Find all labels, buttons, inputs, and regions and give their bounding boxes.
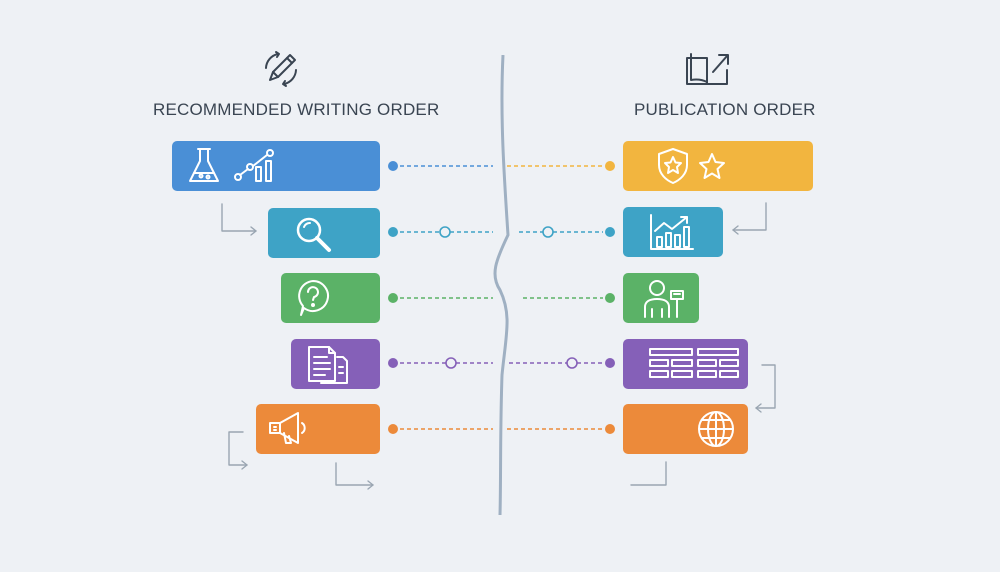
megaphone-icon: [269, 412, 306, 444]
left-arrow-1: [221, 203, 257, 236]
left-connector-1: [388, 161, 493, 171]
writing-step-methods-block: [172, 141, 380, 191]
bar-chart-icon: [650, 214, 694, 250]
documents-icon: [308, 346, 348, 384]
right-connector-3: [523, 293, 615, 303]
left-arrow-3: [335, 462, 374, 490]
publication-step-global-block: [623, 404, 748, 454]
right-arrow-1: [732, 202, 767, 235]
table-icon: [649, 348, 739, 378]
left-connector-4: [388, 357, 493, 369]
recommended-writing-order-heading: RECOMMENDED WRITING ORDER: [153, 100, 440, 119]
right-connector-2: [519, 226, 615, 238]
left-connector-5: [388, 424, 493, 434]
writing-step-discussion-block: [281, 273, 380, 323]
publication-step-results-block: [623, 207, 723, 257]
left-connector-3: [388, 293, 493, 303]
left-connector-2: [388, 226, 493, 238]
publication-step-presenter-block: [623, 273, 699, 323]
flask-icon: [189, 148, 219, 182]
publication-order-heading: PUBLICATION ORDER: [634, 100, 816, 119]
open-book-arrow-icon: [683, 46, 733, 92]
left-arrow-2: [228, 431, 248, 470]
publication-step-table-block: [623, 339, 748, 389]
right-connector-4: [509, 357, 615, 369]
writing-step-introduction-block: [291, 339, 380, 389]
writing-step-results-block: [268, 208, 380, 258]
center-divider-line: [493, 55, 510, 515]
pencil-refresh-icon: [258, 46, 304, 92]
presenter-icon: [644, 280, 684, 318]
shield-star-icon: [658, 148, 688, 184]
left-connectors: [388, 161, 493, 434]
star-icon: [699, 153, 725, 179]
globe-icon: [698, 411, 734, 447]
right-connector-1: [507, 161, 615, 171]
right-connectors: [507, 161, 615, 434]
question-bubble-icon: [298, 280, 329, 316]
right-connector-5: [507, 424, 615, 434]
trend-chart-icon: [234, 149, 274, 182]
magnifier-icon: [296, 217, 331, 252]
writing-step-abstract-block: [256, 404, 380, 454]
right-arrow-3: [630, 461, 667, 486]
publication-step-title-block: [623, 141, 813, 191]
right-arrow-2: [755, 364, 776, 413]
